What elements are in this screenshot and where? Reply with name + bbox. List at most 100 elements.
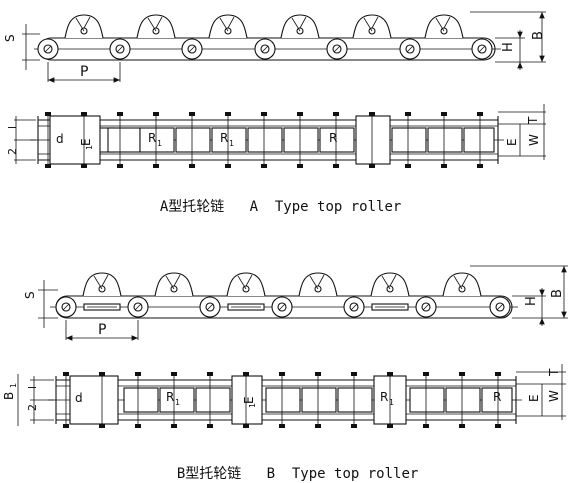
a-pin-hatch [44,45,52,53]
b-top-roller-box [231,375,263,425]
a-roller-lobe [136,14,176,39]
label-b-w: W [547,390,561,402]
label-a-e1-sub: 1 [85,145,94,150]
b-pin-head-bottom [351,424,357,428]
type-b-labels: S P H B B 1 l 2 d E 1 R 1 R 1 R T E W [2,289,565,411]
b-chain-pin [421,302,431,312]
a-roller-cell [463,127,495,153]
b-roller-cell [301,387,337,413]
b-lobe-hatch [389,274,397,287]
b-pin-head-bottom [99,424,105,428]
a-pin-head-top [333,112,339,116]
type-a-side-view [22,11,546,83]
a-chain-pin [115,44,125,54]
a-lobe-hatch [291,17,301,32]
label-b-r: R [493,390,501,404]
label-b-r1b: R [380,390,388,404]
b-pin-hatch [496,303,504,311]
label-b-e: E [527,394,541,402]
a-chain-pin [332,44,342,54]
label-b-b1-sub: 1 [9,383,18,388]
a-dim-p-arrow-l [48,77,55,83]
b-pin-head-bottom [279,424,285,428]
label-b-e1-sub: 1 [248,403,257,408]
label-a-r: R [329,131,337,145]
a-roller-lobe [208,14,248,39]
b-pin-head-bottom [135,424,141,428]
b-lobe-hatch [93,275,103,290]
a-pin-head-bottom [405,164,411,168]
a-dim-h-arrow-t [517,31,523,38]
a-lobe-hatch [83,16,91,29]
label-a-r1b-sub: 1 [229,139,234,148]
b-roller-lobe [298,272,338,297]
b-roller-cell [123,387,159,413]
b-roller-cell [159,387,195,413]
label-b-l2: 2 [26,404,39,411]
a-roller-cell [107,127,141,153]
b-roller-lobe [154,272,194,297]
label-b-h: H [524,296,539,306]
a-pin-head-bottom [477,164,483,168]
b-lobe-hatch [317,274,325,287]
a-top-roller-box [355,115,391,165]
b-pin-head-bottom [459,424,465,428]
b-pin-head-top [495,372,501,376]
a-pin-head-top [81,112,87,116]
a-roller-lobe [352,14,392,39]
b-dim-h-arrow-t [539,289,545,296]
a-pin-head-bottom [153,164,159,168]
a-dim-p-arrow-r [113,77,120,83]
a-dim-b-arrow-t [539,12,545,19]
b-pin-hatch [422,303,430,311]
a-pin-hatch [261,45,269,53]
b-pin-head-top [459,372,465,376]
a-pin-head-bottom [369,164,375,168]
b-lobe-hatch [461,274,469,287]
a-lobe-hatch [75,17,85,32]
b-pin-head-top [423,372,429,376]
b-roller-cell [445,387,481,413]
b-lobe-hatch [237,275,247,290]
a-pin-head-top [477,112,483,116]
caption-type-b-en: B Type top roller [266,466,419,482]
b-pin-head-top [243,372,249,376]
a-lobe-hatch [219,17,229,32]
a-roller-cell [427,127,463,153]
label-a-r1a: R [148,131,156,145]
label-b-l1: l [26,386,39,389]
a-pin-hatch [188,45,196,53]
b-top-roller-box [69,375,119,425]
chain-diagram-canvas: S P H B l 2 d E 1 R 1 R 1 R T E W S P H … [2,11,568,428]
label-b-r1b-sub: 1 [389,398,394,407]
b-pin-head-bottom [387,424,393,428]
label-a-l2: 2 [6,148,19,155]
b-pin-head-bottom [171,424,177,428]
b-pin-head-bottom [495,424,501,428]
a-chain-pin [405,44,415,54]
type-a-labels: S P H B l 2 d E 1 R 1 R 1 R T E W [3,31,546,155]
label-a-e: E [505,138,519,146]
caption-type-a: A型托轮链 A Type top roller [143,180,401,216]
a-chain-pin [260,44,270,54]
a-pin-hatch [478,45,486,53]
a-pin-head-top [441,112,447,116]
b-roller-cell [481,387,513,413]
b-roller-lobe [226,272,266,297]
label-b-e1: E [242,396,256,404]
a-pin-head-top [189,112,195,116]
a-pin-head-top [369,112,375,116]
b-roller-cell [265,387,301,413]
a-roller-cell [139,127,175,153]
b-pin-head-top [171,372,177,376]
type-b-top-view [17,364,566,428]
a-pin-head-top [153,112,159,116]
a-pin-head-top [117,112,123,116]
label-a-s: S [3,34,17,42]
label-a-h: H [501,42,516,52]
b-pin-head-top [315,372,321,376]
a-pin-head-bottom [81,164,87,168]
label-a-b: B [531,31,546,40]
b-pin-head-bottom [207,424,213,428]
b-dim-b-arrow-t [561,266,567,273]
